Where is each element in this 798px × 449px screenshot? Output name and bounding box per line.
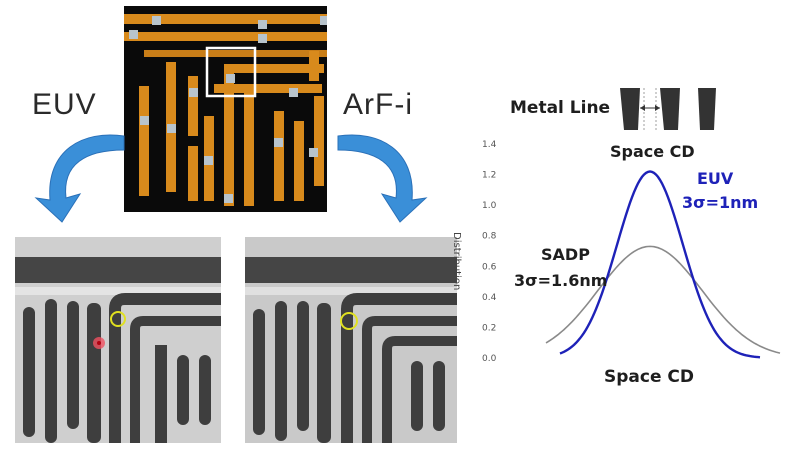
metal-line-label: Metal Line bbox=[510, 98, 611, 118]
y-axis-title: Distribution bbox=[451, 232, 462, 291]
y-tick-label: 0.0 bbox=[482, 354, 497, 364]
y-tick-label: 1.4 bbox=[482, 140, 497, 150]
space-cd-top-label: Space CD bbox=[610, 142, 695, 161]
y-tick-label: 0.8 bbox=[482, 232, 497, 242]
euv-sem-image bbox=[15, 237, 221, 443]
euv-series-label: EUV bbox=[697, 169, 734, 188]
y-tick-label: 0.4 bbox=[482, 293, 497, 303]
sadp-distribution-line bbox=[545, 245, 781, 354]
y-tick-label: 1.2 bbox=[482, 171, 496, 181]
euv-distribution-line bbox=[559, 170, 761, 359]
right-curved-arrow-icon bbox=[337, 134, 428, 223]
euv-label: EUV bbox=[32, 88, 97, 121]
left-curved-arrow-icon bbox=[34, 134, 125, 223]
arfi-label: ArF-i bbox=[343, 88, 413, 121]
distribution-chart: 0.0 0.2 0.4 0.6 0.8 1.0 1.2 1.4 bbox=[482, 140, 781, 364]
sadp-sigma-label: 3σ=1.6nm bbox=[514, 271, 608, 290]
arfi-sem-image bbox=[245, 237, 457, 443]
y-tick-label: 0.6 bbox=[482, 262, 497, 272]
layout-pattern-image bbox=[124, 6, 327, 212]
space-cd-x-axis-label: Space CD bbox=[604, 367, 694, 387]
euv-sigma-label: 3σ=1nm bbox=[682, 193, 759, 212]
sadp-series-label: SADP bbox=[541, 245, 590, 264]
metal-line-profile-diagram bbox=[620, 88, 716, 132]
y-tick-label: 0.2 bbox=[482, 323, 496, 333]
y-tick-label: 1.0 bbox=[482, 201, 497, 211]
